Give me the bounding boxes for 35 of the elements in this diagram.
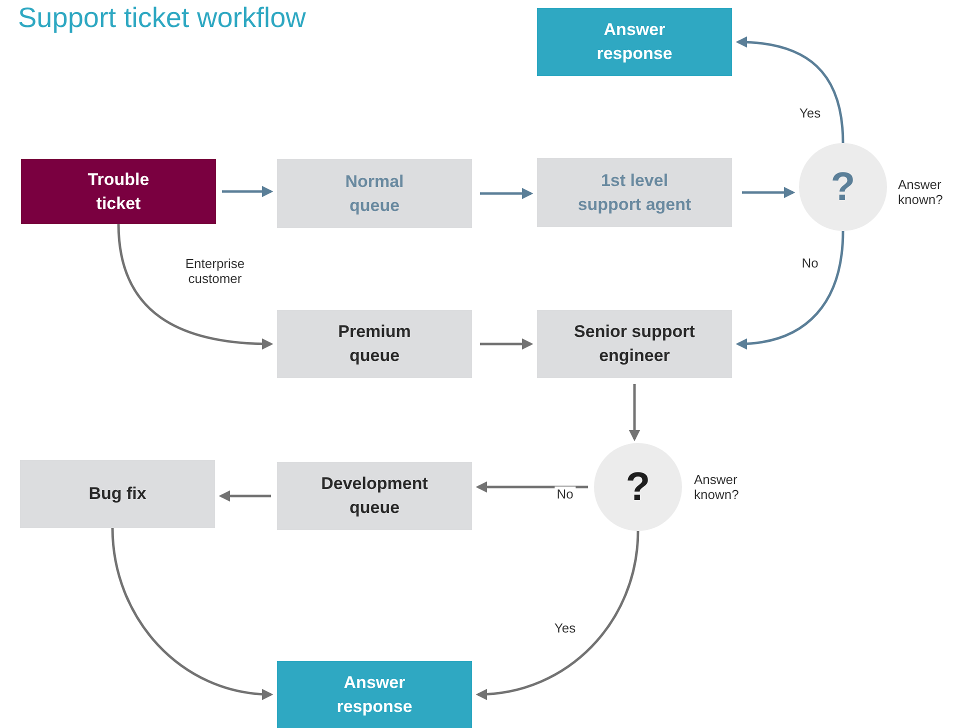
node-label: Answer response	[336, 672, 414, 718]
node-label: 1st level support agent	[576, 170, 692, 216]
node-label: Senior support engineer	[573, 321, 696, 367]
node-note: Answer known?	[898, 178, 944, 208]
arrow	[117, 224, 274, 350]
process-box	[537, 8, 732, 76]
node-label: ?	[626, 464, 650, 511]
node-label: ?	[830, 164, 856, 211]
arrow	[222, 186, 274, 198]
process-box	[277, 661, 472, 728]
process-box	[277, 159, 472, 228]
arrow	[628, 384, 640, 442]
process-box	[537, 310, 732, 378]
arrow	[480, 338, 534, 350]
node-label: Development queue	[320, 473, 429, 519]
node-label: Answer response	[596, 19, 674, 65]
process-box	[277, 310, 472, 378]
arrow	[480, 188, 534, 200]
arrow	[736, 230, 844, 350]
node-note: Answer known?	[694, 473, 740, 503]
diagram-title: Support ticket workflow	[18, 2, 306, 34]
process-box	[20, 460, 215, 528]
node-label: Normal queue	[344, 170, 405, 216]
process-box	[537, 158, 732, 227]
arrow	[476, 481, 588, 493]
arrow	[111, 528, 274, 700]
arrow	[476, 530, 640, 700]
process-box	[277, 462, 472, 530]
arrow	[736, 36, 844, 144]
arrow	[742, 186, 796, 198]
node-label: Bug fix	[88, 483, 146, 506]
process-box	[21, 159, 216, 224]
node-label: Trouble ticket	[86, 168, 150, 214]
node-label: Premium queue	[337, 321, 412, 367]
arrow	[218, 490, 271, 502]
